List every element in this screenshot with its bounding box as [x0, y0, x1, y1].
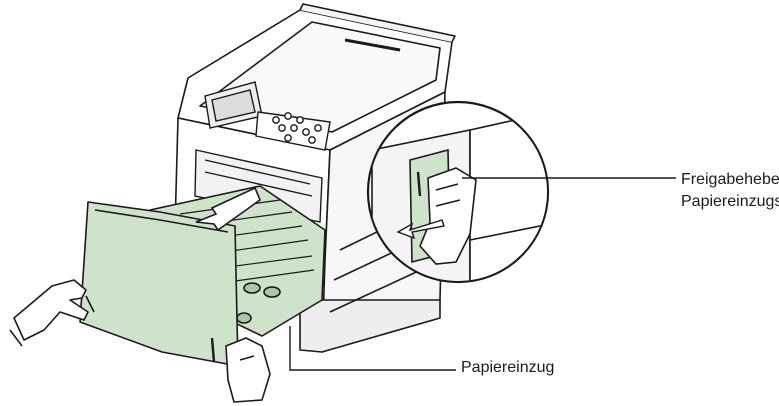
panel-button	[308, 136, 316, 144]
release-lever-label-line2: Papiereinzugs	[681, 193, 779, 210]
panel-button	[284, 134, 292, 142]
lever-direction-arrow	[396, 219, 445, 240]
tray-roller	[236, 312, 252, 324]
tray-roller	[243, 282, 261, 294]
hand-on-lever-icon	[419, 167, 477, 265]
panel-button	[278, 124, 286, 132]
panel-button	[314, 124, 322, 132]
tray-roller	[263, 286, 281, 298]
panel-button	[272, 116, 280, 124]
release-lever-label: Freigabehebel des	[681, 171, 779, 188]
panel-button	[296, 116, 304, 124]
paper-feed-leader-line	[289, 326, 456, 371]
zoom-detail-circle	[366, 100, 550, 284]
right-hand	[225, 337, 271, 403]
panel-button	[290, 124, 298, 132]
paper-tray	[79, 185, 326, 367]
control-panel	[204, 81, 331, 151]
panel-button	[284, 112, 292, 120]
lcd-display	[211, 89, 256, 122]
panel-button	[302, 128, 310, 136]
pull-direction-arrow	[195, 186, 261, 232]
left-hand	[9, 279, 89, 347]
paper-feed-label: Papiereinzug	[461, 359, 555, 376]
